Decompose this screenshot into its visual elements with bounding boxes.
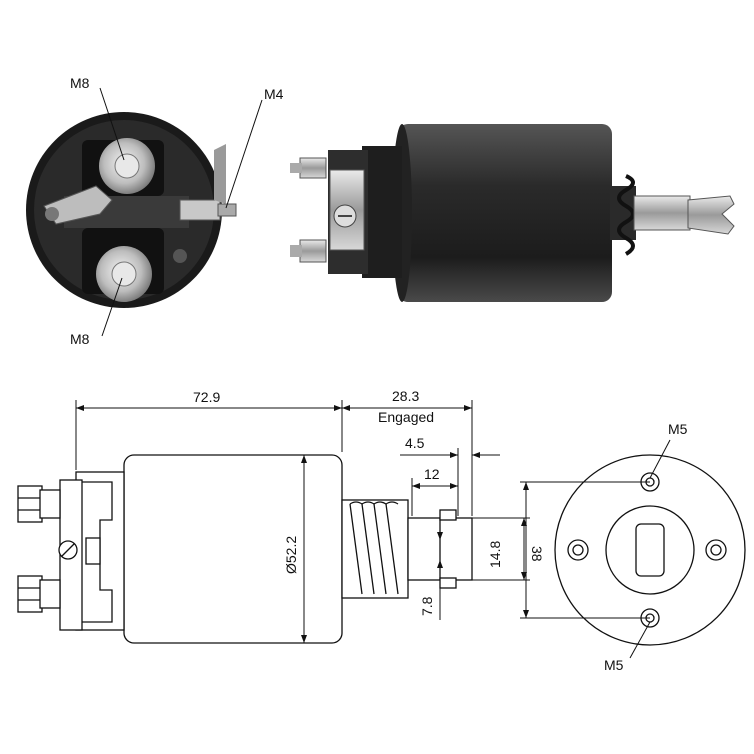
coil-body-outline: [123, 454, 343, 644]
dim-travel-state: Engaged: [378, 409, 434, 425]
end-view-photo: [26, 112, 237, 308]
dim-mount-spacing: 38: [529, 546, 545, 562]
dim-slot-width: 4.5: [405, 435, 425, 451]
dim-travel: 28.3: [392, 388, 419, 404]
return-spring: [617, 174, 635, 256]
plunger: [633, 195, 691, 231]
label-m8-bottom: M8: [70, 331, 90, 347]
dim-body-diameter: Ø52.2: [283, 536, 299, 574]
stud-bottom-outline: [17, 575, 43, 613]
end-cap-side: [362, 146, 402, 278]
end-view-drawing: [554, 454, 746, 646]
side-view-photo: [290, 124, 735, 302]
stud-top-outline: [17, 485, 43, 523]
coil-body: [398, 124, 612, 302]
stud-top: [299, 157, 327, 179]
label-m5-top: M5: [668, 421, 688, 437]
bus-strap: [43, 185, 113, 225]
dim-groove-dia: 7.8: [419, 596, 435, 616]
m4-stud: [179, 199, 221, 221]
dim-slot-offset: 12: [424, 466, 440, 482]
label-m5-bottom: M5: [604, 657, 624, 673]
label-m8-top: M8: [70, 75, 90, 91]
dim-plunger-dia: 14.8: [487, 541, 503, 568]
plunger-tip: [687, 195, 735, 235]
plunger-slot: [635, 523, 665, 577]
dim-body-length: 72.9: [193, 389, 220, 405]
label-m4: M4: [264, 86, 284, 102]
side-view-drawing: [17, 454, 473, 644]
stud-bottom: [299, 239, 327, 263]
